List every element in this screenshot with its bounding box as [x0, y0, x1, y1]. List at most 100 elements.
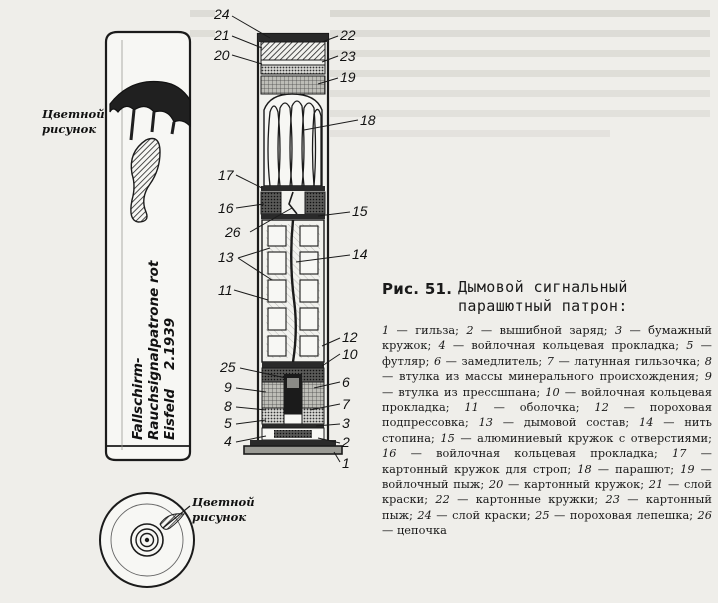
section-cardboard-wad — [260, 64, 326, 75]
legend-item-text: — замедлитель; — [441, 354, 547, 368]
legend-item-number: 7 — [546, 354, 554, 368]
legend-item-text: — пороховая лепешка; — [549, 508, 698, 522]
label-26: 26 — [224, 224, 241, 240]
legend-item-text: — дымовой состав; — [493, 416, 639, 430]
section-felt-wad — [260, 75, 326, 95]
legend-item-text: — гильза; — [389, 324, 467, 337]
legend-item-text: — пороховая подпрессовка; — [382, 401, 713, 430]
end-painted-label: Цветной рисунок — [191, 495, 259, 524]
legend-item-11: 11 — оболочка; — [464, 401, 594, 414]
legend-item-14: 14 — нить стопина; — [382, 416, 712, 444]
legend-item-7: 7 — латунная гильзочка; — [547, 355, 705, 368]
legend-item-text: — войлочная кольцевая прокладка; — [382, 385, 712, 415]
label-22: 22 — [339, 27, 356, 43]
page-bleed-through — [190, 10, 710, 137]
label-2: 2 — [341, 434, 350, 450]
cartridge-cross-section — [243, 32, 343, 455]
legend-item-text: — войлочная кольцевая прокладка; — [396, 447, 672, 461]
legend-item-text: — вышибной заряд; — [473, 324, 615, 337]
label-20: 20 — [213, 47, 230, 63]
legend-item-2: 2 — вышибной заряд; — [466, 324, 615, 337]
tube-painted-label: Цветной рисунок — [41, 107, 109, 136]
legend-item-number: 22 — [435, 493, 450, 507]
legend-item-10: 10 — войлочная кольцевая прокладка; — [382, 386, 712, 414]
legend-item-5: 5 — футляр; — [382, 339, 712, 367]
legend-item-number: 14 — [638, 416, 654, 430]
legend-item-number: 26 — [697, 508, 713, 522]
section-shroud-disc — [261, 186, 325, 191]
label-18: 18 — [360, 112, 376, 128]
legend-item-number: 3 — [614, 324, 623, 337]
legend-item-21: 21 — слой краски; — [382, 478, 712, 506]
legend-item-26: 26 — цепочка — [382, 509, 712, 537]
legend-item-number: 4 — [438, 339, 446, 353]
legend-item-6: 6 — замедлитель; — [434, 355, 547, 368]
legend-item-text: — втулка из массы минерального происхожд… — [382, 370, 705, 384]
legend-item-text: — оболочка; — [478, 401, 595, 415]
label-11: 11 — [218, 282, 233, 298]
label-16: 16 — [218, 200, 234, 216]
label-24: 24 — [213, 6, 230, 22]
legend-item-text: — слой краски; — [431, 508, 536, 522]
label-15: 15 — [352, 203, 368, 219]
legend-item-text: — латунная гильзочка; — [553, 354, 705, 368]
section-paint-layer — [258, 34, 328, 42]
legend-item-number: 18 — [577, 462, 592, 476]
legend-item-number: 19 — [680, 462, 695, 476]
legend-item-text: — бумажный кружок; — [382, 324, 712, 353]
legend-item-text: — войлочный пыж; — [382, 462, 712, 492]
legend-item-text: — картонный пыж; — [382, 493, 712, 522]
label-7: 7 — [342, 396, 351, 412]
label-6: 6 — [342, 374, 350, 390]
caption-title: Дымовой сигнальный парашютный патрон: — [458, 278, 628, 315]
label-12: 12 — [342, 329, 358, 345]
legend-item-number: 10 — [545, 385, 560, 399]
legend-item-text: — втулка из прессшпана; — [382, 385, 546, 399]
label-19: 19 — [340, 69, 356, 85]
label-17: 17 — [218, 167, 235, 183]
legend-item-text: — картонный кружок; — [503, 478, 649, 492]
legend-item-20: 20 — картонный кружок; — [489, 478, 649, 491]
caption-legend: 1 — гильза; 2 — вышибной заряд; 3 — бума… — [382, 323, 712, 539]
legend-item-4: 4 — войлочная кольцевая прокладка; — [439, 339, 687, 352]
legend-item-16: 16 — войлочная кольцевая прокладка; — [382, 447, 672, 460]
legend-item-text: — парашют; — [591, 462, 681, 476]
legend-item-number: 23 — [605, 493, 621, 507]
legend-item-number: 8 — [704, 354, 713, 368]
legend-item-15: 15 — алюминиевый кружок с отверстиями; — [440, 432, 712, 445]
painted-design-drop — [130, 137, 161, 223]
cartridge-exterior — [104, 30, 192, 462]
label-21: 21 — [213, 27, 230, 43]
label-8: 8 — [224, 398, 232, 414]
label-5: 5 — [224, 415, 232, 431]
legend-item-text: — нить стопина; — [382, 416, 712, 445]
legend-item-23: 23 — картонный пыж; — [382, 493, 712, 521]
section-aluminium-disc — [261, 214, 325, 219]
label-14: 14 — [352, 246, 368, 262]
legend-item-number: 2 — [466, 324, 474, 337]
legend-item-text: — футляр; — [382, 339, 712, 368]
legend-item-12: 12 — пороховая подпрессовка; — [382, 401, 712, 429]
label-10: 10 — [342, 346, 358, 362]
legend-item-number: 25 — [535, 508, 550, 522]
tube-inscription-line3: Eisfeld 2.1939 — [162, 318, 178, 440]
legend-item-9: 9 — втулка из прессшпана; — [382, 370, 712, 398]
legend-item-text: — алюминиевый кружок с отверстиями; — [454, 431, 712, 445]
legend-item-number: 6 — [433, 354, 442, 368]
section-quickmatch — [290, 219, 297, 363]
legend-item-17: 17 — картонный кружок для строп; — [382, 447, 712, 475]
figure-caption: Рис. 51. Дымовой сигнальный парашютный п… — [382, 276, 712, 539]
legend-item-text: — цепочка — [382, 524, 447, 538]
legend-item-number: 20 — [488, 478, 504, 492]
label-23: 23 — [339, 48, 356, 64]
legend-item-number: 1 — [382, 324, 390, 337]
label-9: 9 — [224, 379, 232, 395]
label-4: 4 — [224, 433, 232, 449]
legend-item-number: 15 — [440, 431, 455, 445]
section-cardboard-discs — [260, 41, 326, 61]
caption-number: Рис. 51. — [382, 280, 453, 298]
legend-item-text: — слой краски; — [382, 478, 712, 507]
legend-item-text: — картонные кружки; — [449, 493, 606, 507]
